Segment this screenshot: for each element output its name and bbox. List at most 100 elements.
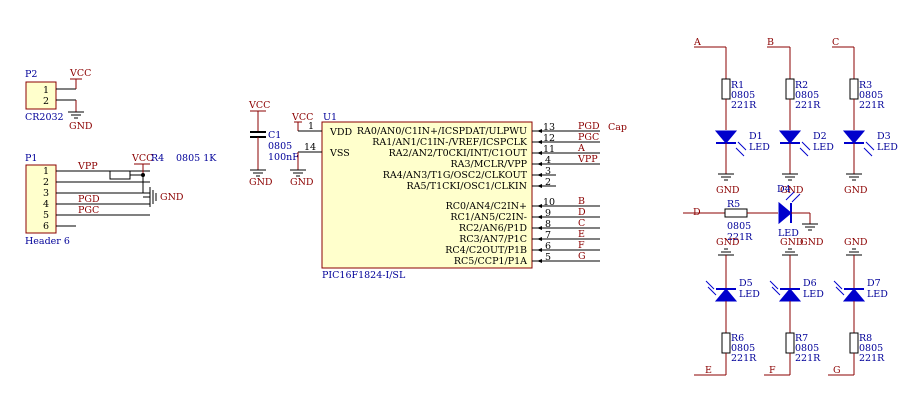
net-label-e: E [705, 365, 712, 376]
d3-ref: D3 [877, 131, 891, 142]
r1-package: 0805 [731, 90, 755, 101]
p2-ref: P2 [25, 69, 37, 80]
d7-led-symbol [842, 288, 866, 302]
c1-ground-symbol [250, 169, 266, 177]
d4-ref: D4 [777, 184, 791, 195]
r4-ref: R4 [151, 153, 164, 164]
r3-ref: R3 [859, 80, 872, 91]
net-label-g: G [833, 365, 841, 376]
p1-pin-6: 6 [43, 221, 49, 232]
led-column-g: GND D7 LED R8 0805 221R G [828, 237, 888, 376]
d4-gnd-label: GND [800, 237, 824, 248]
u1-pin-num-7: 7 [545, 230, 551, 241]
r2-package: 0805 [795, 90, 819, 101]
r5-ref: R5 [727, 199, 740, 210]
net-label-b: B [767, 37, 774, 48]
u1-net-d: D [578, 207, 586, 218]
p1-pin-4: 4 [43, 199, 49, 210]
p2-ground-symbol [68, 111, 84, 119]
p2-gnd-label: GND [69, 121, 93, 132]
r6-package: 0805 [731, 343, 755, 354]
d3-led-symbol [842, 130, 866, 144]
p1-pin-3: 3 [43, 188, 49, 199]
p2-pin-1: 1 [43, 85, 49, 96]
d6-ref: D6 [803, 278, 817, 289]
p1-net-pgc: PGC [78, 205, 99, 216]
r8-ref: R8 [859, 333, 872, 344]
c1-capacitor: VCC C1 0805 100nF GND [248, 100, 299, 188]
u1-net-f: F [578, 240, 585, 251]
p1-value: Header 6 [25, 236, 70, 247]
u1-pin-vss: VSS [329, 148, 350, 159]
c1-package: 0805 [268, 141, 292, 152]
r4-vcc-label: VCC [131, 153, 153, 164]
c1-ref: C1 [268, 130, 281, 141]
p1-pin-2: 2 [43, 177, 49, 188]
u1-pin-arrows [537, 129, 542, 263]
led-column-a: A R1 0805 221R D1 LED GND [693, 37, 770, 196]
d2-value: LED [813, 142, 834, 153]
d7-gnd-label: GND [844, 237, 868, 248]
p1-body [25, 164, 57, 234]
u1-pin-ra3: RA3/MCLR/VPP [450, 159, 527, 170]
u1-pin-rc4: RC4/C2OUT/P1B [445, 245, 527, 256]
d5-gnd-label: GND [716, 237, 740, 248]
r5-value: 221R [727, 232, 753, 243]
net-label-c: C [832, 37, 839, 48]
d1-led-symbol [714, 130, 738, 144]
d7-value: LED [867, 289, 888, 300]
p2-body [25, 81, 57, 110]
r1-ref: R1 [731, 80, 744, 91]
led-column-e: GND D5 LED R6 0805 221R E [694, 237, 760, 376]
u1-pin-num-10: 10 [543, 197, 555, 208]
c1-value: 100nF [268, 152, 299, 163]
u1-pin-num-8: 8 [545, 219, 551, 230]
p1-pin-1: 1 [43, 166, 49, 177]
p1-header: P1 1 2 3 4 5 6 VPP PGD PGC Header 6 [25, 153, 150, 247]
u1-net-b: B [578, 196, 585, 207]
led-column-b: B R2 0805 221R D2 LED GND [767, 37, 834, 196]
u1-pin-num-4: 4 [545, 155, 551, 166]
d5-value: LED [739, 289, 760, 300]
r8-value: 221R [859, 353, 885, 364]
u1-part: PIC16F1824-I/SL [322, 270, 406, 281]
d4-led-symbol [778, 201, 792, 225]
p2-pin-2: 2 [43, 96, 49, 107]
d4-value: LED [778, 228, 799, 239]
u1-pin-num-9: 9 [545, 208, 551, 219]
u1-pin-num-5: 5 [545, 252, 551, 263]
r4-gnd-label: GND [160, 192, 184, 203]
u1-vcc-label: VCC [291, 112, 313, 123]
p1-net-vpp: VPP [77, 161, 98, 172]
c1-gnd-label: GND [249, 177, 273, 188]
u1-pin-ra2: RA2/AN2/T0CKI/INT/C1OUT [389, 148, 528, 159]
u1-pin-num-6: 6 [545, 241, 551, 252]
d6-gnd-label: GND [780, 237, 804, 248]
r1-value: 221R [731, 100, 757, 111]
u1-pin-num-12: 12 [543, 133, 555, 144]
u1-pin-rc0: RC0/AN4/C2IN+ [446, 201, 527, 212]
d2-led-symbol [778, 130, 802, 144]
r7-value: 221R [795, 353, 821, 364]
u1-net-pgc: PGC [578, 132, 599, 143]
r7-ref: R7 [795, 333, 808, 344]
u1-cap-label: Cap [608, 122, 627, 133]
d7-ref: D7 [867, 278, 881, 289]
d5-led-symbol [714, 288, 738, 302]
d1-gnd-label: GND [716, 185, 740, 196]
u1-pin-rc5: RC5/CCP1/P1A [454, 256, 527, 267]
u1-pin-num-13: 13 [543, 122, 555, 133]
u1-ground-symbol [290, 169, 306, 177]
u1-net-a: A [577, 143, 585, 154]
u1-microcontroller: U1 VCC 1 VDD 14 VSS GND RA0/AN0/C1IN+/IC… [290, 112, 627, 281]
r4-value: 0805 1K [176, 153, 217, 164]
u1-pin-ra4: RA4/AN3/T1G/OSC2/CLKOUT [383, 170, 528, 181]
u1-pin-ra0: RA0/AN0/C1IN+/ICSPDAT/ULPWU [357, 126, 527, 137]
d6-value: LED [803, 289, 824, 300]
net-label-a: A [693, 37, 701, 48]
led-column-f: GND D6 LED R7 0805 221R F [764, 237, 824, 376]
u1-pin-ra5: RA5/T1CKI/OSC1/CLKIN [406, 181, 527, 192]
u1-pin-rc1: RC1/AN5/C2IN- [450, 212, 527, 223]
u1-pin-vdd: VDD [329, 127, 352, 138]
